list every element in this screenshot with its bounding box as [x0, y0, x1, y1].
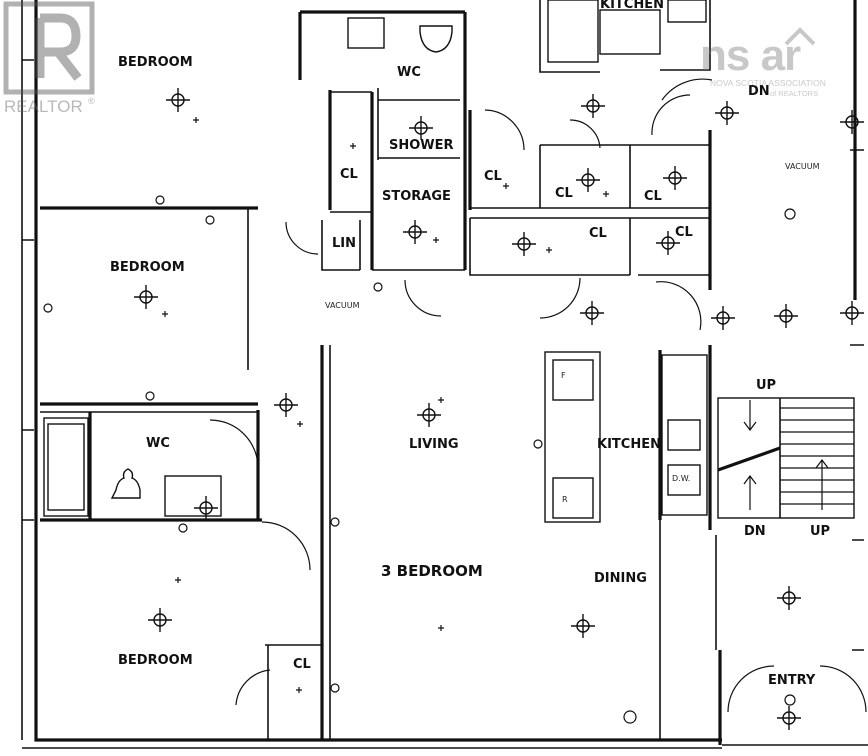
realtor-wordmark: REALTOR	[4, 97, 83, 116]
doors	[209, 78, 867, 713]
light-fixture-icon	[134, 88, 864, 730]
room-label-cl-hall-b: CL	[555, 186, 573, 201]
vacuum-note-right: VACUUM	[785, 162, 820, 171]
stairs	[717, 397, 855, 519]
room-label-cl-hall-e: CL	[675, 225, 693, 240]
nsar-logo: ns ar NOVA SCOTIA ASSOCIATION of REALTOR…	[700, 27, 826, 98]
room-label-entry: ENTRY	[768, 673, 816, 688]
room-label-bedroom-bottom: BEDROOM	[118, 653, 193, 668]
room-label-dining: DINING	[594, 571, 647, 586]
room-label-wc-left: WC	[146, 436, 170, 451]
stair-label-dn-bottom: DN	[744, 524, 766, 539]
realtor-logo-box	[3, 1, 95, 95]
room-label-lin: LIN	[332, 236, 356, 251]
sink-top	[347, 17, 385, 49]
stair-label-dn-top: DN	[748, 84, 770, 99]
outlets	[162, 117, 609, 693]
room-label-wc-top: WC	[397, 65, 421, 80]
plumbing-fixtures	[43, 17, 453, 517]
room-label-living: LIVING	[409, 437, 459, 452]
room-label-shower: SHOWER	[389, 138, 454, 153]
room-labels: BEDROOM BEDROOM BEDROOM WC WC SHOWER STO…	[110, 0, 816, 688]
stair-label-up-bottom: UP	[810, 524, 830, 539]
bathtub-left	[43, 417, 89, 517]
room-label-kitchen-top: KITCHEN	[600, 0, 664, 12]
range-note: R	[562, 495, 568, 504]
nsar-association-line1: NOVA SCOTIA ASSOCIATION	[710, 78, 826, 88]
switch-symbols	[43, 195, 796, 724]
realtor-registered-mark: ®	[88, 96, 95, 106]
room-label-cl-bedroom: CL	[293, 657, 311, 672]
room-label-storage: STORAGE	[382, 189, 451, 204]
toilet-top	[419, 25, 453, 53]
interior-walls	[40, 0, 717, 740]
scan-edges	[22, 59, 864, 651]
annotations: VACUUM VACUUM D.W. F R	[325, 162, 820, 504]
vacuum-note-left: VACUUM	[325, 301, 360, 310]
room-label-bedroom-top: BEDROOM	[118, 55, 193, 70]
room-label-bedroom-mid: BEDROOM	[110, 260, 185, 275]
light-fixtures	[134, 88, 864, 730]
stair-label-up-top: UP	[756, 378, 776, 393]
room-label-cl-hall-a: CL	[484, 169, 502, 184]
kitchen-counters	[544, 0, 708, 523]
unit-type-label: 3 BEDROOM	[381, 562, 483, 580]
nsar-association-line2: of REALTORS	[770, 89, 818, 98]
stair-labels: UP DN UP DN	[744, 84, 830, 539]
room-label-kitchen: KITCHEN	[597, 437, 661, 452]
toilet-left	[110, 468, 141, 499]
realtor-logo: REALTOR ®	[3, 1, 95, 116]
nsar-wordmark: ns ar	[700, 31, 801, 80]
vanity-left	[164, 475, 222, 517]
room-label-cl-bath: CL	[340, 167, 358, 182]
dishwasher-note: D.W.	[672, 474, 690, 483]
room-label-cl-hall-d: CL	[589, 226, 607, 241]
realtor-r-mark	[35, 13, 82, 81]
nsar-roof-icon	[784, 27, 816, 46]
exterior-walls	[21, 0, 868, 749]
fridge-note: F	[561, 371, 566, 380]
room-label-cl-hall-c: CL	[644, 189, 662, 204]
